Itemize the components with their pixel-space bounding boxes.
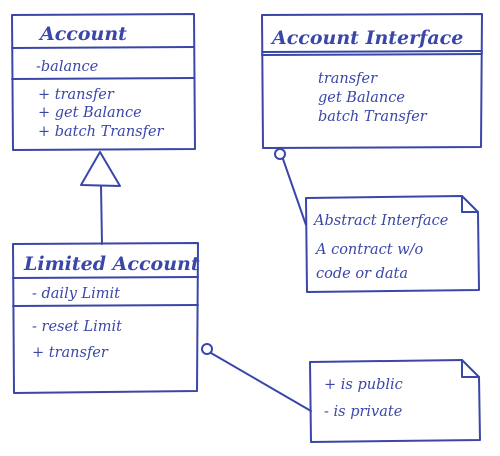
limited-account-attribute-daily-limit: - daily Limit bbox=[32, 286, 120, 302]
inheritance-arrow bbox=[80, 151, 121, 245]
account-attribute-divider bbox=[11, 77, 195, 80]
account-operation-get-balance: + get Balance bbox=[38, 105, 142, 121]
inheritance-arrowhead bbox=[80, 151, 121, 187]
account-operation-transfer: + transfer bbox=[38, 87, 115, 103]
account-class: Account -balance + transfer + get Balanc… bbox=[11, 13, 196, 151]
interface-operation-batch-transfer: batch Transfer bbox=[318, 109, 428, 125]
abstract-note-line-2: A contract w/o bbox=[314, 242, 424, 258]
visibility-note: + is public - is private bbox=[309, 359, 481, 443]
interface-note-connector bbox=[274, 148, 307, 226]
abstract-note-line-3: code or data bbox=[316, 266, 408, 282]
account-interface-class-box bbox=[261, 13, 483, 149]
limited-account-class: Limited Account - daily Limit - reset Li… bbox=[12, 242, 200, 394]
account-attribute-balance: -balance bbox=[36, 59, 98, 75]
account-interface-name-divider bbox=[261, 50, 483, 53]
interface-connector-line bbox=[282, 158, 307, 226]
account-operation-batch-transfer: + batch Transfer bbox=[38, 124, 165, 140]
visibility-note-private: - is private bbox=[324, 404, 402, 420]
limited-account-operation-transfer: + transfer bbox=[32, 345, 109, 361]
account-name-divider bbox=[11, 46, 195, 49]
limited-account-operation-reset-limit: - reset Limit bbox=[32, 319, 122, 335]
limited-account-name-divider bbox=[12, 276, 199, 279]
inheritance-line bbox=[100, 185, 103, 245]
abstract-note-line-1: Abstract Interface bbox=[312, 213, 448, 229]
account-class-name: Account bbox=[38, 23, 127, 45]
account-class-box bbox=[11, 13, 196, 151]
interface-operation-get-balance: get Balance bbox=[318, 90, 405, 106]
account-interface-class: Account Interface transfer get Balance b… bbox=[261, 13, 483, 149]
interface-operation-transfer: transfer bbox=[318, 71, 378, 87]
visibility-connector-anchor bbox=[201, 343, 213, 355]
visibility-note-public: + is public bbox=[324, 377, 403, 393]
account-interface-class-name: Account Interface bbox=[270, 27, 463, 49]
abstract-note-box bbox=[305, 195, 480, 293]
visibility-note-folded-corner bbox=[461, 359, 480, 378]
visibility-note-box bbox=[309, 359, 481, 443]
account-interface-name-divider-double bbox=[261, 53, 483, 56]
limited-account-class-box bbox=[12, 242, 199, 394]
limited-account-class-name: Limited Account bbox=[23, 253, 200, 275]
interface-connector-anchor bbox=[274, 148, 286, 160]
abstract-note-folded-corner bbox=[461, 195, 479, 213]
visibility-connector-line bbox=[210, 352, 312, 412]
limited-account-attribute-divider bbox=[12, 304, 199, 307]
abstract-interface-note: Abstract Interface A contract w/o code o… bbox=[305, 195, 480, 293]
visibility-note-connector bbox=[201, 343, 312, 412]
